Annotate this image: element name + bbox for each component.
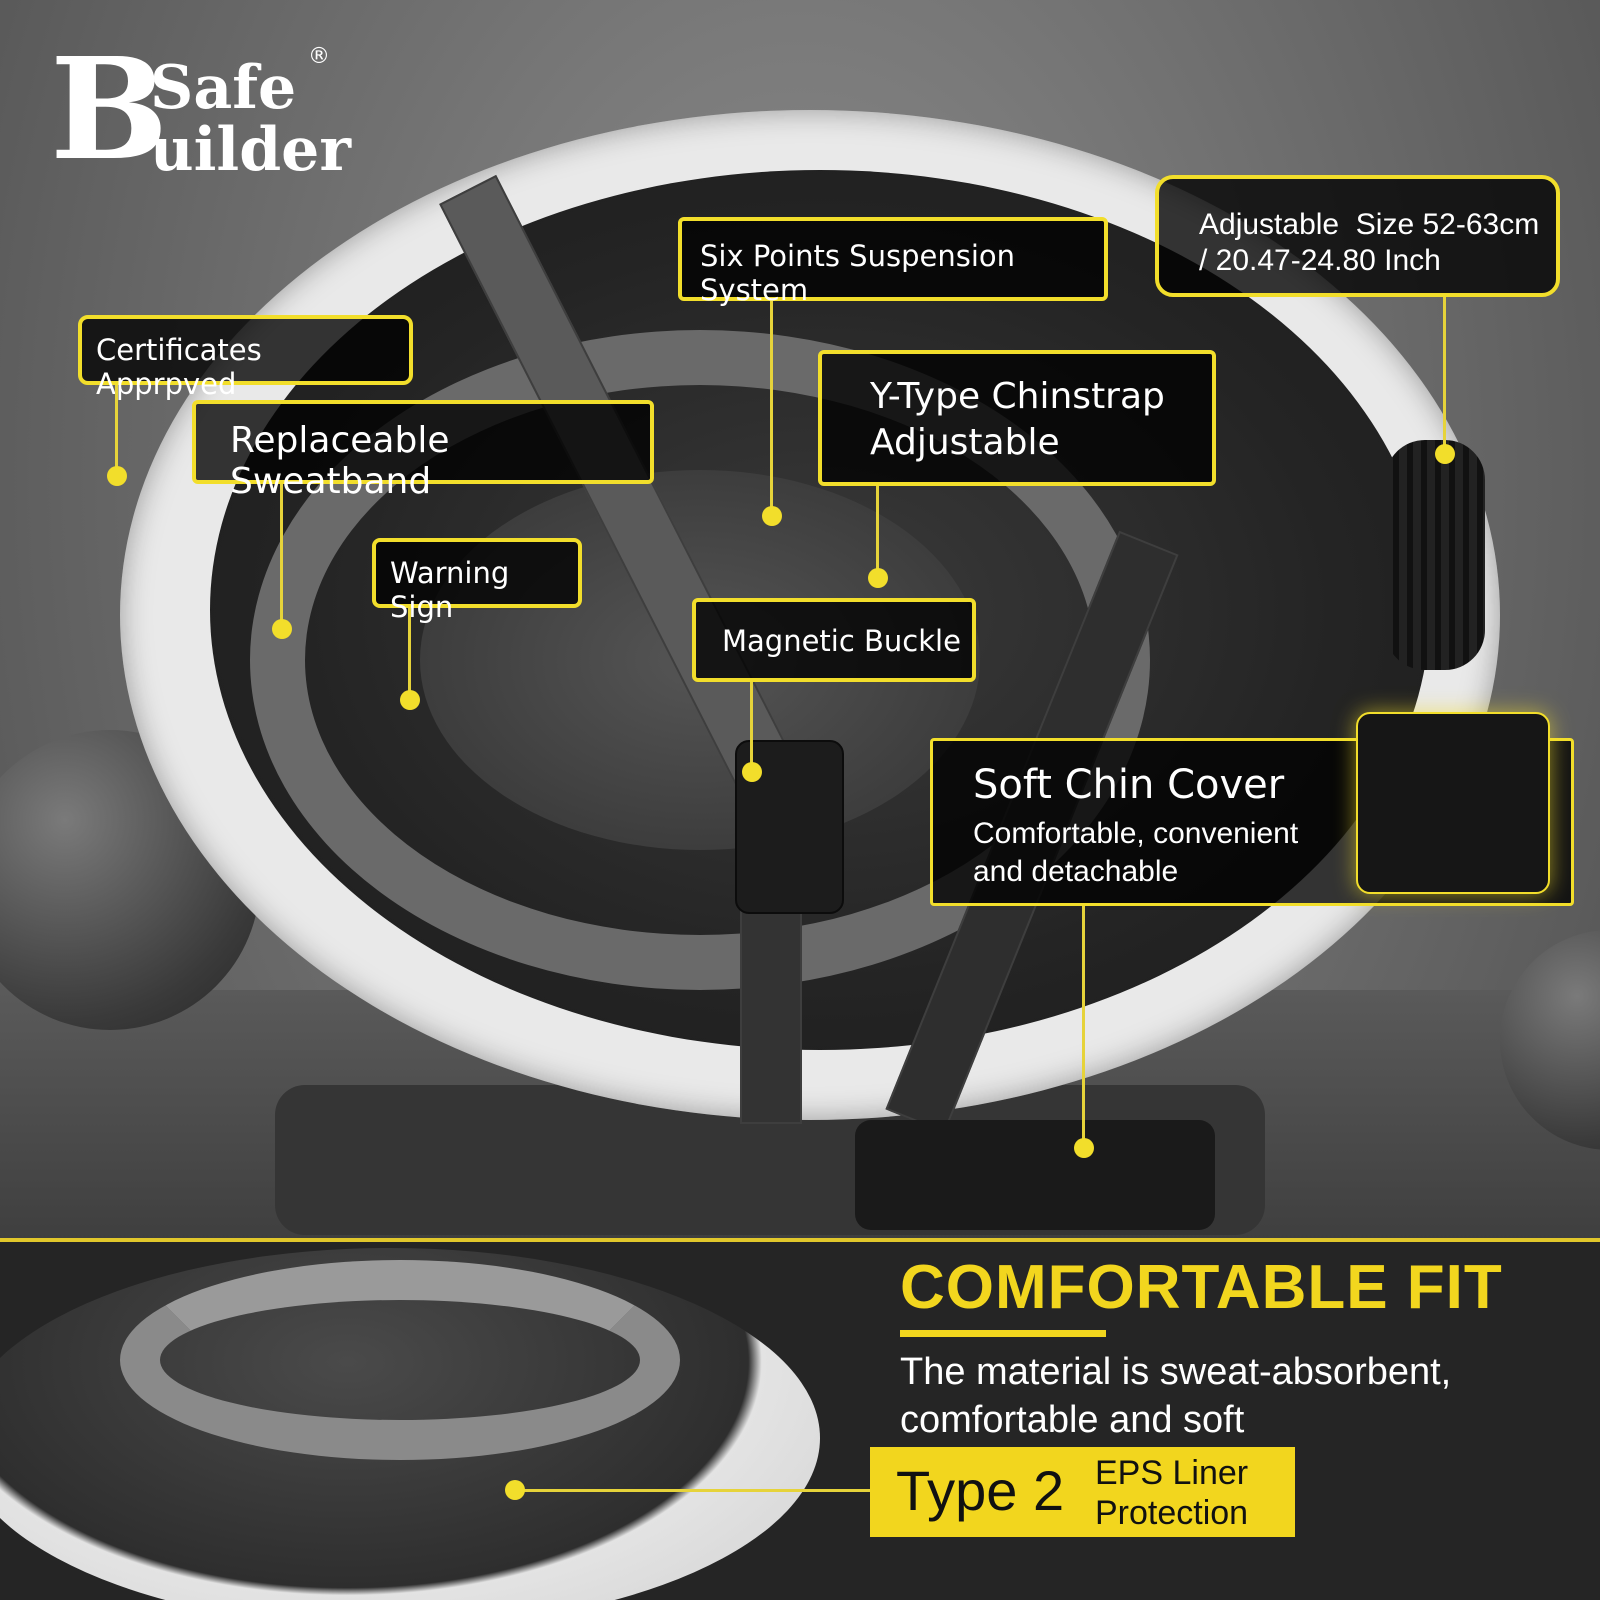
leader-chinstrap (876, 486, 879, 576)
callout-chin-cover-line1: Comfortable, convenient (973, 817, 1299, 850)
leader-buckle (750, 682, 753, 772)
chin-cover-thumbnail (1356, 712, 1550, 894)
leader-warning (408, 608, 411, 700)
callout-suspension-label: Six Points Suspension System (700, 239, 1015, 307)
callout-chin-cover-title: Soft Chin Cover (973, 762, 1285, 808)
feature-description: The material is sweat-absorbent, comfort… (900, 1348, 1560, 1444)
callout-chin-cover-line2: and detachable (973, 855, 1179, 888)
registered-mark: ® (308, 44, 330, 69)
ratchet-dial (1385, 440, 1485, 670)
marker-suspension (762, 506, 782, 526)
callout-buckle: Magnetic Buckle (692, 598, 976, 682)
leader-certificates (115, 385, 118, 470)
headline-underline (900, 1330, 1106, 1337)
feature-description-line1: The material is sweat-absorbent, (900, 1351, 1452, 1393)
feature-headline: COMFORTABLE FIT (900, 1253, 1503, 1322)
callout-chinstrap: Y-Type Chinstrap Adjustable (818, 350, 1216, 486)
marker-chinstrap (868, 568, 888, 588)
callout-certificates: Certificates Apprpved (78, 315, 413, 401)
feature-description-line2: comfortable and soft (900, 1399, 1245, 1441)
logo-word-safe: Safe (150, 53, 297, 123)
type2-description: EPS Liner Protection (1095, 1453, 1248, 1533)
marker-size (1435, 444, 1455, 464)
logo-word-builder: uilder (150, 115, 351, 185)
marker-eps (505, 1480, 525, 1500)
type2-badge: Type 2 EPS Liner Protection (870, 1447, 1295, 1537)
callout-sweatband: Replaceable Sweatband (192, 400, 654, 502)
callout-size-line2: / 20.47-24.80 Inch (1199, 244, 1441, 277)
leader-chin-cover (1082, 906, 1085, 1146)
type2-desc-line1: EPS Liner (1095, 1454, 1249, 1492)
callout-sweatband-label: Replaceable Sweatband (230, 420, 450, 502)
soft-chin-pad (855, 1120, 1215, 1230)
callout-suspension: Six Points Suspension System (678, 217, 1108, 307)
callout-buckle-label: Magnetic Buckle (722, 624, 961, 658)
marker-warning (400, 690, 420, 710)
leader-sweatband (280, 484, 283, 624)
leader-eps (515, 1489, 870, 1492)
marker-chin-cover (1074, 1138, 1094, 1158)
leader-size (1443, 297, 1446, 447)
callout-chinstrap-line2: Adjustable (870, 422, 1060, 463)
callout-warning: Warning Sign (372, 538, 582, 624)
section-divider (0, 1238, 1600, 1242)
callout-chinstrap-line1: Y-Type Chinstrap (870, 376, 1165, 417)
callout-warning-label: Warning Sign (390, 556, 510, 624)
callout-size-line1: Adjustable Size 52-63cm (1199, 208, 1540, 241)
type2-label: Type 2 (896, 1459, 1065, 1522)
leader-suspension (770, 301, 773, 511)
brand-logo: B Safe uilder ® (50, 28, 351, 192)
marker-certificates (107, 466, 127, 486)
marker-sweatband (272, 619, 292, 639)
type2-desc-line2: Protection (1095, 1494, 1249, 1532)
callout-size: Adjustable Size 52-63cm / 20.47-24.80 In… (1155, 175, 1560, 297)
callout-certificates-label: Certificates Apprpved (96, 333, 262, 401)
chinstrap-lower (740, 900, 802, 1124)
closeup-sweatband (120, 1260, 680, 1460)
marker-buckle (742, 762, 762, 782)
logo-initial: B (50, 28, 169, 192)
